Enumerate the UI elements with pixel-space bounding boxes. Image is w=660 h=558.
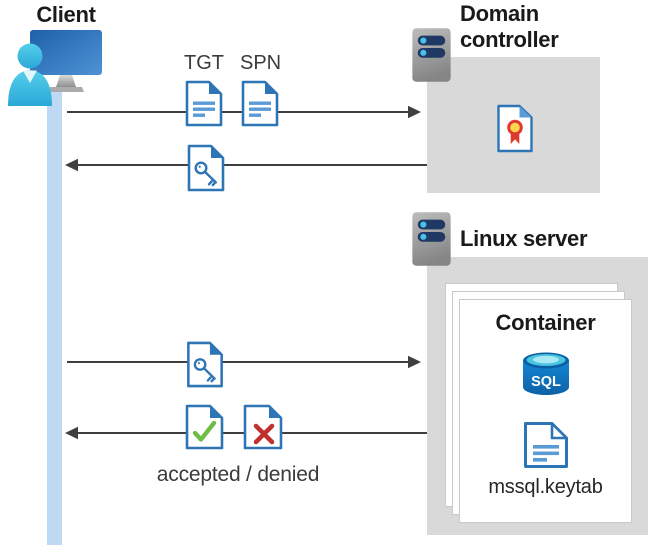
container-card: Container SQL mssql.keytab	[459, 299, 632, 523]
key-glyph	[193, 358, 216, 383]
tgt-label: TGT	[184, 52, 224, 74]
client-title: Client	[36, 2, 96, 27]
accepted-document-icon	[185, 404, 224, 450]
person-head	[17, 43, 43, 69]
linux-server-title: Linux server	[460, 226, 588, 251]
seal-rosette	[507, 119, 523, 136]
server-icon	[412, 212, 451, 266]
key-document-icon	[187, 144, 225, 192]
person-at-monitor-icon	[8, 30, 102, 106]
container-title: Container	[495, 310, 596, 335]
person-collar	[23, 70, 37, 83]
spn-label: SPN	[240, 52, 282, 74]
key-glyph	[194, 161, 217, 187]
spn-document-icon	[241, 80, 279, 127]
arrow-domain-controller-to-client	[65, 158, 427, 172]
tgt-document-icon	[185, 80, 223, 127]
domain-controller-title: Domain controller	[460, 1, 559, 52]
monitor-screen	[30, 30, 102, 75]
key-document-icon	[187, 341, 223, 388]
server-icon	[412, 28, 451, 82]
certificate-icon	[497, 104, 533, 153]
sql-database-icon: SQL	[522, 352, 569, 395]
keytab-document-icon	[523, 422, 568, 468]
person-body	[8, 70, 52, 106]
monitor-stand	[56, 75, 76, 87]
client-lifeline	[47, 88, 62, 545]
accepted-denied-label: accepted / denied	[156, 463, 320, 486]
sql-label: SQL	[531, 374, 561, 390]
denied-document-icon	[243, 404, 283, 450]
monitor-base	[48, 87, 84, 92]
check-glyph	[192, 420, 217, 442]
seal-ribbon	[510, 132, 520, 144]
keytab-filename: mssql.keytab	[488, 476, 603, 498]
arrow-client-to-linux-server	[67, 355, 421, 369]
cross-glyph	[253, 423, 275, 445]
